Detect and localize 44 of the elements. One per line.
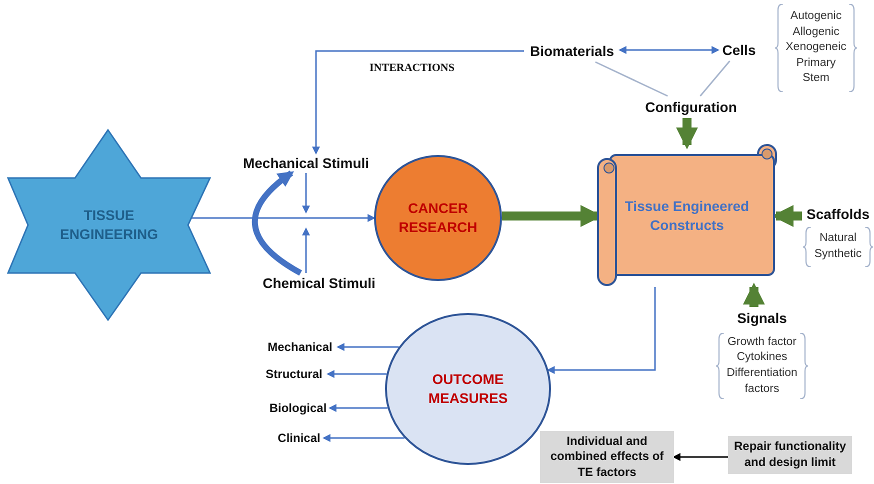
node-label: Mechanical [262, 338, 338, 356]
arrow [322, 434, 405, 442]
note-box [728, 436, 852, 474]
list-item-text: Natural [819, 231, 857, 246]
node-text: OUTCOME MEASURES [427, 370, 509, 408]
list-item-text: Synthetic [814, 247, 862, 262]
note-text: Repair functionality and design limit [734, 439, 846, 471]
node-label: Configuration [638, 96, 744, 118]
node-text: CANCER RESEARCH [398, 199, 478, 237]
arrow [252, 170, 302, 276]
node-label: Chemical Stimuli [255, 273, 383, 293]
list-item-text: Xenogeneic [786, 40, 846, 56]
list-item-text: Allogenic [792, 24, 840, 40]
connector-line [700, 60, 730, 96]
list-item-text: Stem [802, 71, 830, 86]
arrow [302, 173, 310, 214]
node-label: Signals [730, 307, 794, 329]
node-label: Biological [266, 399, 330, 417]
node-label: Cells [718, 39, 760, 61]
arrow [676, 118, 698, 150]
node-label: Scaffolds [802, 203, 874, 225]
arrow [328, 404, 388, 412]
arrow [336, 343, 399, 351]
list-item-text: Primary [796, 56, 836, 71]
connector-line [595, 61, 668, 97]
edge-label: INTERACTIONS [368, 62, 456, 74]
node-text: Tissue Engineered Constructs [624, 197, 750, 235]
arrow [326, 370, 387, 378]
arrow [618, 46, 720, 54]
arrow [546, 287, 656, 374]
node-label: Clinical [274, 429, 324, 447]
list-item-text: Autogenic [790, 9, 842, 24]
arrow [302, 227, 310, 273]
list-item-text: Cytokines [736, 350, 788, 366]
node-label: Structural [260, 365, 328, 383]
arrow [672, 453, 728, 461]
note-text: Individual and combined effects of TE factors [549, 434, 665, 480]
node-label: Biomaterials [524, 40, 620, 62]
arrow [742, 282, 765, 307]
arrow [312, 50, 524, 155]
note-box [540, 431, 674, 483]
node-text: TISSUE ENGINEERING [58, 206, 159, 244]
list-item-text: Growth factor [727, 334, 797, 350]
list-item-text: Differentiation factors [726, 366, 798, 397]
